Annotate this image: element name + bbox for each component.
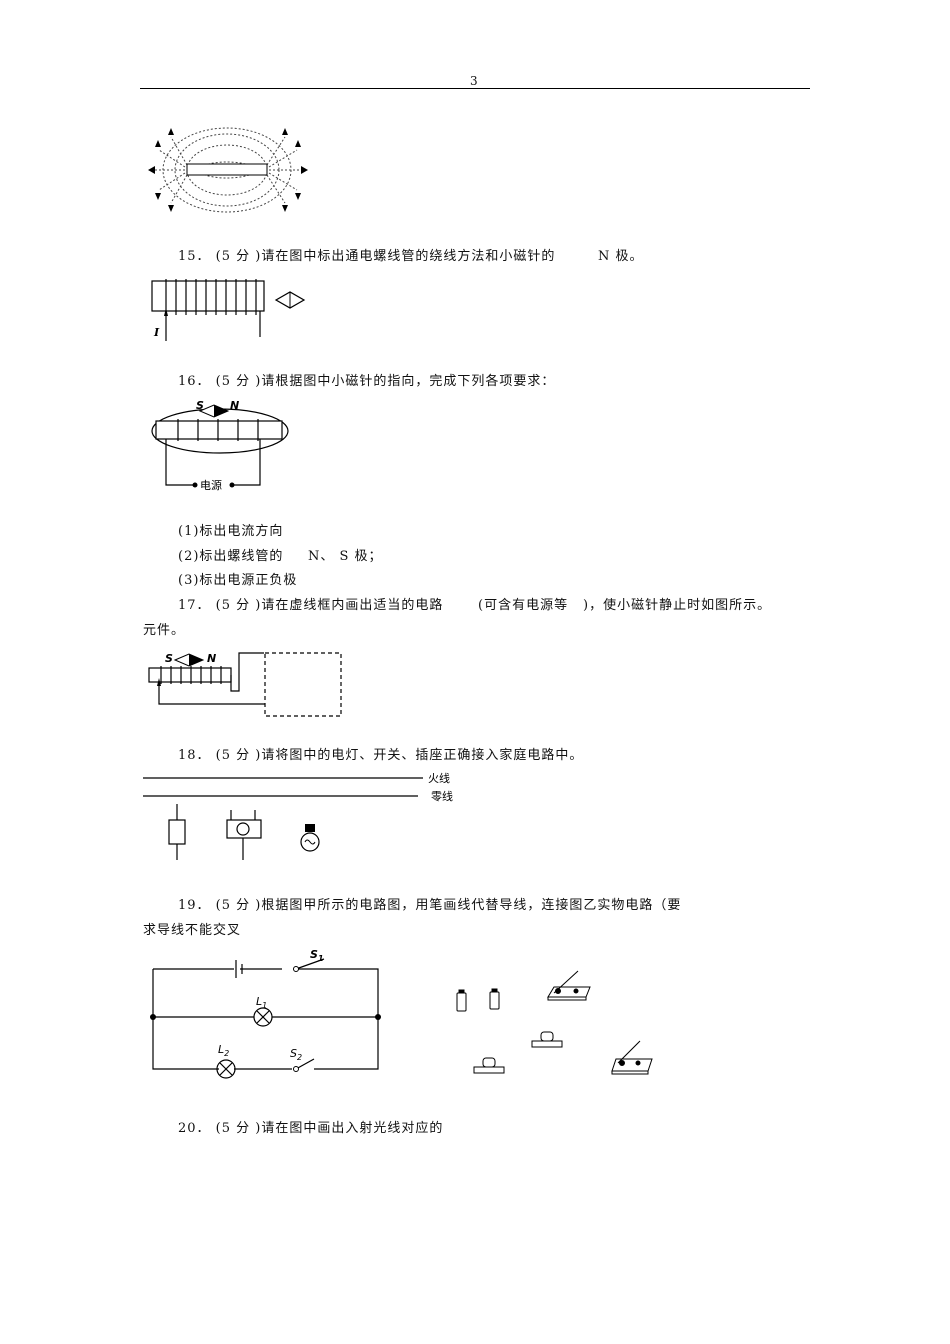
solenoid-figure-16: S N 电源: [151, 399, 289, 492]
question-16-sub1: (1)标出电流方向: [178, 524, 284, 539]
fig16-power-label: 电源: [200, 478, 222, 492]
question-20-text: 20． (5 分 )请在图中画出入射光线对应的: [178, 1121, 444, 1136]
lamp-holder-2: [473, 1057, 505, 1074]
fig17-s-label: S: [165, 652, 173, 665]
question-17-text: 17． (5 分 )请在虚线框内画出适当的电路: [178, 598, 444, 613]
fig16-s-label: S: [196, 399, 204, 412]
question-18-text: 18． (5 分 )请将图中的电灯、开关、插座正确接入家庭电路中。: [178, 748, 584, 763]
dashed-box: [264, 652, 342, 717]
question-17-text-end: )，使小磁针静止时如图所示。: [583, 598, 772, 613]
question-19-text: 19． (5 分 )根据图甲所示的电路图，用笔画线代替导线，连接图乙实物电路（要: [178, 898, 682, 913]
neutral-wire-label: 零线: [431, 789, 453, 803]
question-16-text: 16． (5 分 )请根据图中小磁针的指向，完成下列各项要求：: [178, 374, 556, 389]
live-wire-label: 火线: [428, 771, 450, 785]
question-17-text-mid: (可含有电源等: [478, 598, 569, 613]
fig17-n-label: N: [207, 652, 216, 665]
bar-magnet-field-figure: [148, 127, 308, 213]
solenoid-figure-17: S N: [148, 652, 342, 717]
fig16-n-label: N: [230, 399, 239, 412]
household-circuit-figure: 火线 零线: [143, 771, 453, 860]
question-16-sub2: (2)标出螺线管的: [178, 549, 284, 564]
l1-label: L1: [256, 995, 267, 1010]
lamp-symbol: [300, 824, 320, 852]
s2-label: S2: [290, 1047, 302, 1062]
fuse-symbol: [168, 804, 186, 860]
question-17-text-line2: 元件。: [143, 623, 186, 638]
knife-switch-1: [547, 970, 591, 1001]
question-16-sub2-end: N、 S 极；: [308, 549, 383, 564]
question-19-text-line2: 求导线不能交叉: [143, 923, 242, 938]
circuit-diagram-19: S1 L1 L2 S2: [150, 948, 381, 1079]
battery-cell-1: [456, 989, 467, 1012]
s1-label: S1: [310, 948, 324, 963]
l2-label: L2: [218, 1043, 229, 1058]
socket-symbol: [226, 810, 262, 860]
svg-text:I: I: [153, 326, 160, 339]
page-number: 3: [470, 74, 479, 88]
physical-components-19: [456, 970, 653, 1075]
header-rule: [140, 88, 810, 89]
question-15-text: 15． (5 分 )请在图中标出通电螺线管的绕线方法和小磁针的: [178, 249, 556, 264]
battery-cell-2: [489, 988, 500, 1010]
solenoid-figure-15: I: [151, 279, 306, 341]
question-15-text-end: N 极。: [598, 249, 644, 264]
question-16-sub3: (3)标出电源正负极: [178, 573, 298, 588]
knife-switch-2: [611, 1040, 653, 1075]
lamp-holder-1: [531, 1031, 563, 1048]
